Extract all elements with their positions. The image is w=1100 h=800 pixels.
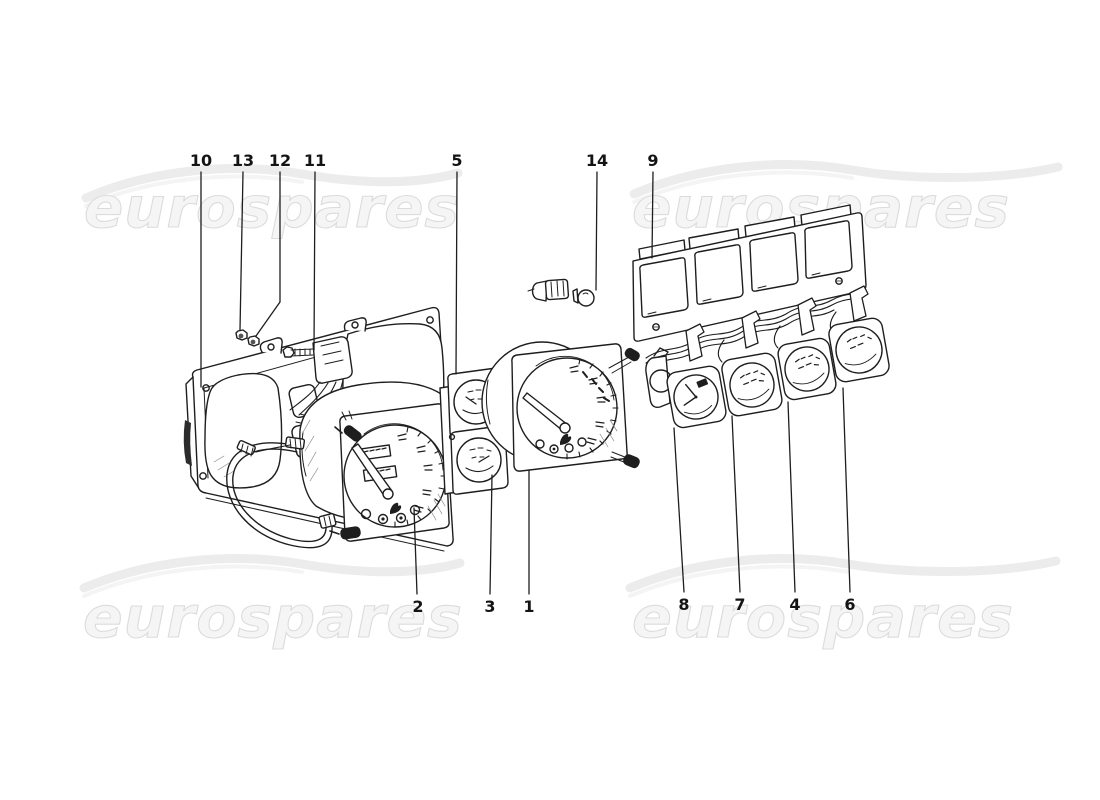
watermark-bottom-right: eurospares	[625, 554, 1061, 652]
callout-3: 3	[484, 597, 495, 616]
leader-line-5	[455, 171, 458, 375]
gauge-clock	[666, 365, 727, 429]
gauge-oil-temp	[721, 352, 783, 417]
rear-mounting-panel	[632, 204, 867, 342]
hex-nuts	[235, 329, 260, 347]
callout-2: 2	[412, 597, 423, 616]
leader-line-9	[651, 171, 654, 259]
callout-4: 4	[789, 595, 800, 614]
callout-11: 11	[304, 151, 326, 170]
gauge-row	[645, 317, 890, 429]
leader-line-8	[673, 427, 685, 593]
leader-line-7	[731, 415, 741, 593]
exploded-view-illustration	[183, 171, 890, 595]
callout-leader-lines	[200, 171, 851, 595]
watermark-text: eurospares	[84, 176, 460, 241]
leader-line-3	[489, 474, 493, 595]
callout-1: 1	[523, 597, 534, 616]
watermarks: eurospares eurospares eurospares eurospa…	[79, 160, 1063, 652]
leader-line-4	[787, 401, 796, 593]
speedometer-unit	[226, 381, 457, 549]
watermark-top-left: eurospares	[81, 164, 463, 242]
bulb-holder	[527, 278, 595, 307]
callout-10: 10	[190, 151, 212, 170]
callout-6: 6	[844, 595, 855, 614]
watermark-text: eurospares	[632, 585, 1014, 651]
callout-labels: 10 13 12 11 5 14 9 2 3 1 8 7 4 6	[190, 151, 856, 616]
gauge-water-temp	[777, 337, 837, 401]
leader-line-12	[255, 171, 281, 337]
leader-line-14	[595, 171, 598, 291]
callout-8: 8	[678, 595, 689, 614]
gauge-fuel	[828, 317, 890, 383]
watermark-bottom-left: eurospares	[79, 554, 465, 652]
watermark-text: eurospares	[83, 585, 463, 651]
callout-14: 14	[586, 151, 608, 170]
callout-13: 13	[232, 151, 254, 170]
tachometer-unit	[481, 341, 640, 472]
callout-9: 9	[647, 151, 658, 170]
leader-line-6	[842, 387, 851, 593]
leader-line-11	[313, 171, 316, 351]
leader-line-2	[413, 507, 418, 595]
callout-7: 7	[734, 595, 745, 614]
callout-12: 12	[269, 151, 291, 170]
callout-5: 5	[451, 151, 462, 170]
leader-line-13	[239, 171, 244, 331]
